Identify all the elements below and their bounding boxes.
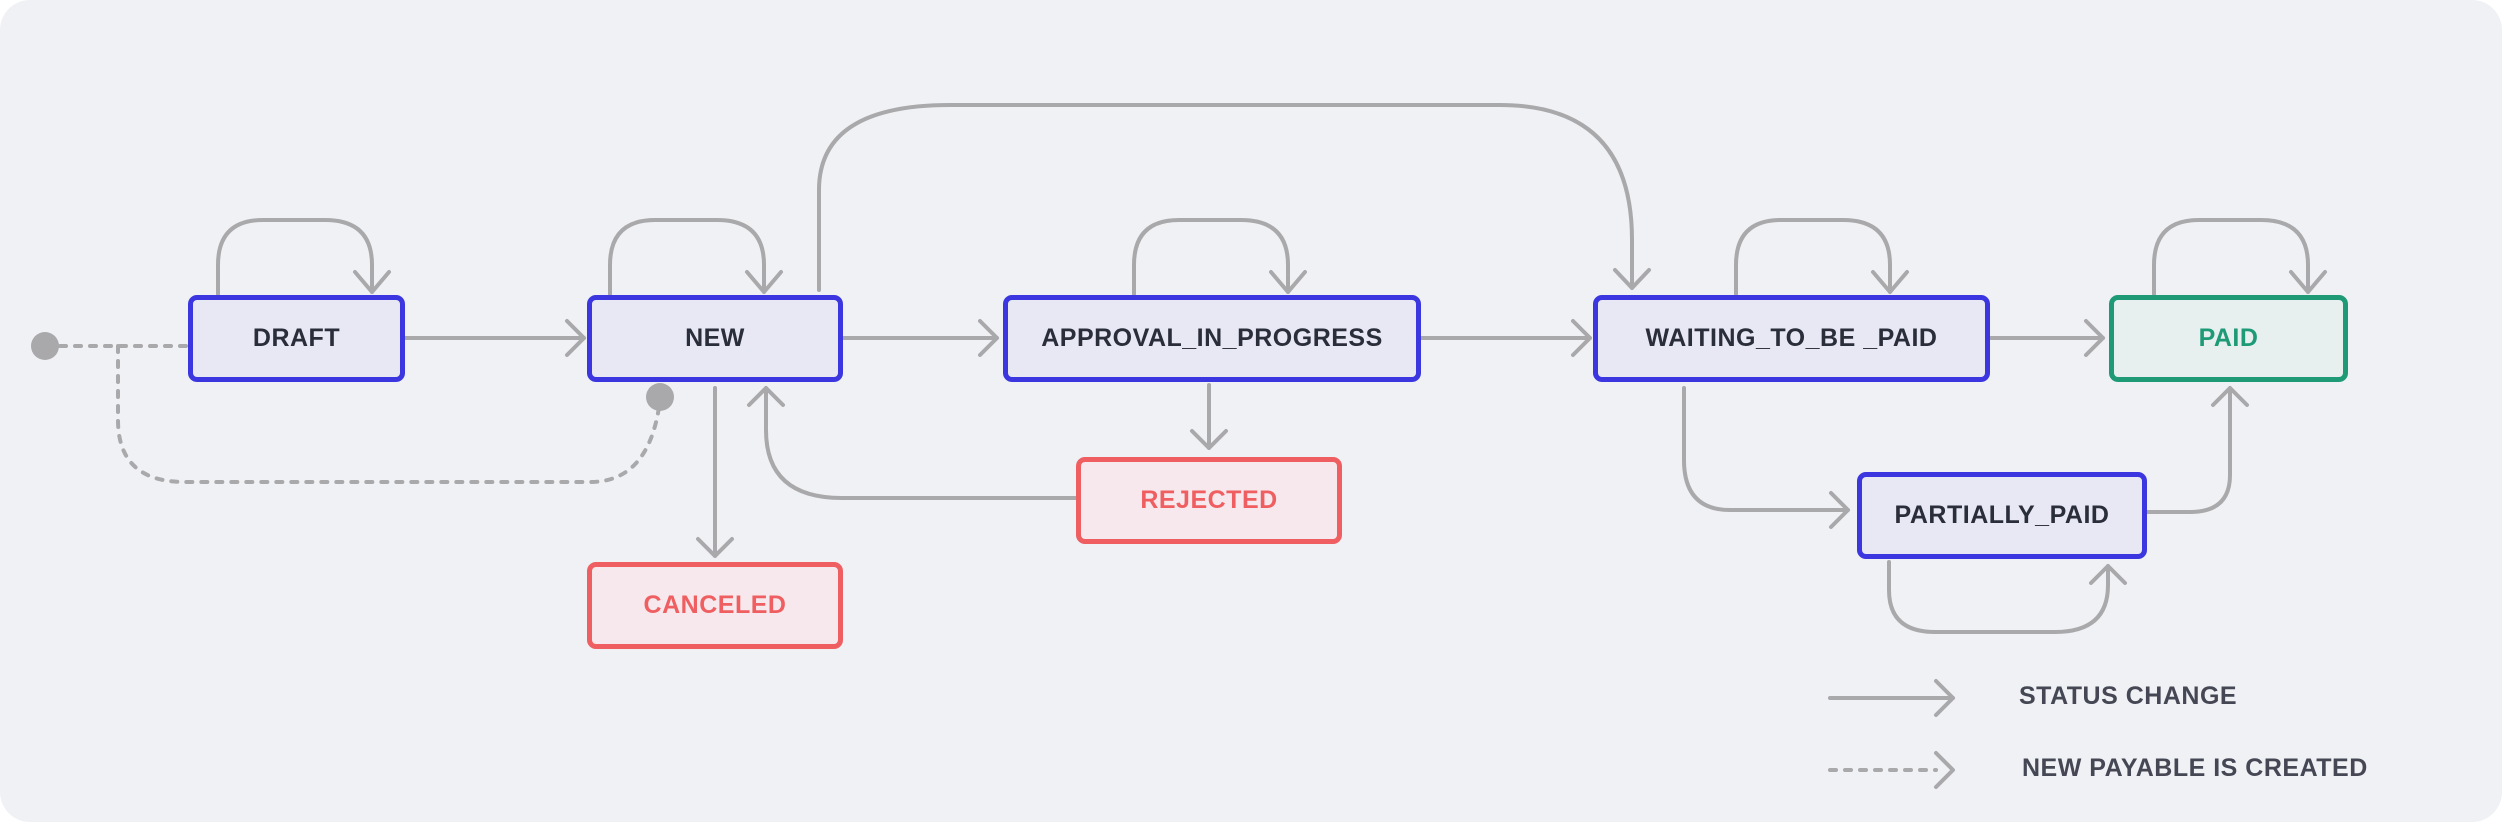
legend-solid-arrow bbox=[1828, 679, 1955, 717]
legend-status-change-label: STATUS CHANGE bbox=[2019, 682, 2238, 710]
new-creation-dot bbox=[646, 383, 674, 411]
state-partially-paid: PARTIALLY_PAID bbox=[1857, 472, 2147, 559]
self-loop-partially-paid bbox=[1887, 560, 2127, 634]
arrow-approval-to-rejected bbox=[1190, 383, 1228, 450]
arrow-waiting-to-paid bbox=[1988, 319, 2105, 357]
arrow-approval-to-waiting bbox=[1419, 319, 1592, 357]
state-waiting-to-be-paid: WAITING_TO_BE _PAID bbox=[1593, 295, 1990, 382]
legend-dotted-arrowhead bbox=[1934, 751, 1955, 789]
arrow-new-to-canceled bbox=[696, 386, 734, 558]
arrow-new-to-waiting-arc bbox=[817, 103, 1651, 292]
self-loop-new bbox=[608, 218, 783, 296]
self-loop-waiting bbox=[1734, 218, 1909, 296]
arrow-waiting-to-partially-paid bbox=[1682, 386, 1850, 529]
arrow-partially-paid-to-paid bbox=[2146, 386, 2249, 514]
start-point bbox=[31, 332, 59, 360]
legend-new-payable-label: NEW PAYABLE IS CREATED bbox=[2022, 754, 2368, 782]
self-loop-draft bbox=[216, 218, 391, 296]
state-paid: PAID bbox=[2109, 295, 2348, 382]
state-approval-in-progress: APPROVAL_IN_PROGRESS bbox=[1003, 295, 1421, 382]
arrow-rejected-to-new bbox=[747, 386, 1078, 500]
state-new: NEW bbox=[587, 295, 843, 382]
state-rejected: REJECTED bbox=[1076, 457, 1342, 544]
state-canceled: CANCELED bbox=[587, 562, 843, 649]
arrow-draft-to-new bbox=[403, 319, 586, 357]
self-loop-paid bbox=[2152, 218, 2327, 296]
state-draft: DRAFT bbox=[188, 295, 405, 382]
self-loop-approval bbox=[1132, 218, 1307, 296]
arrow-new-to-approval bbox=[841, 319, 999, 357]
dotted-line-start-to-new-creation bbox=[116, 344, 662, 484]
